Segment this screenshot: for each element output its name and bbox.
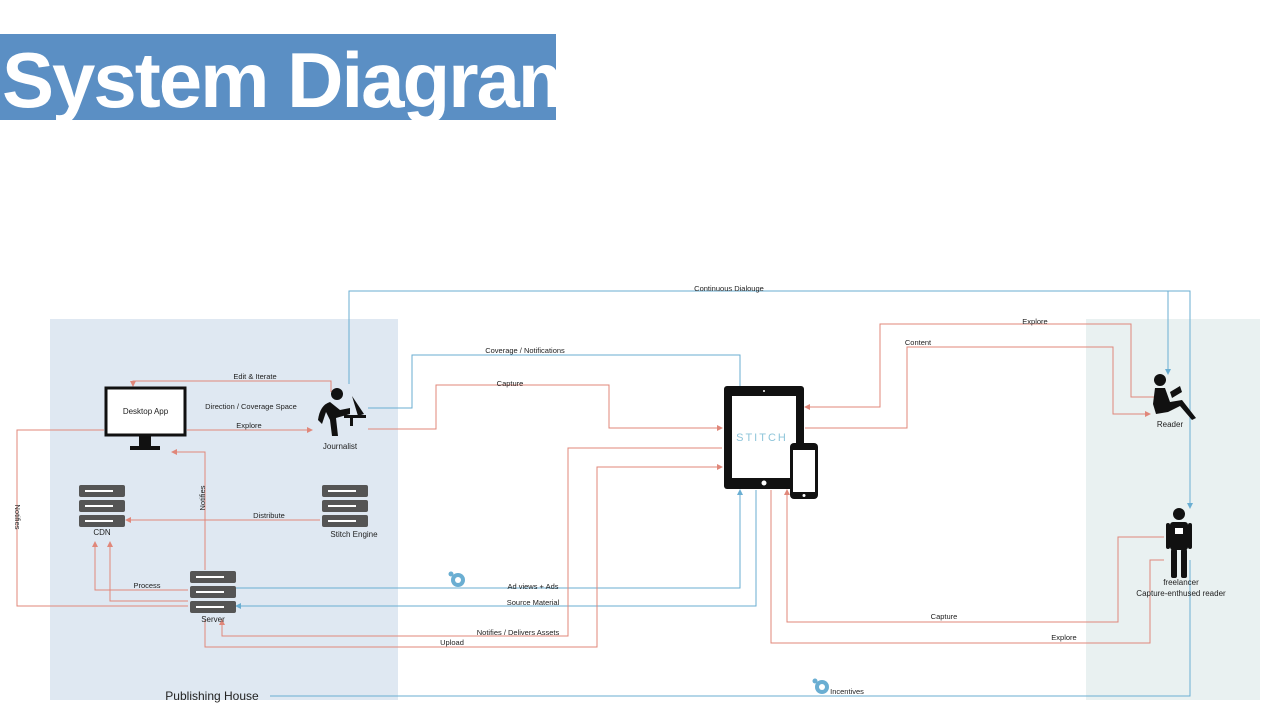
- cdn-label: CDN: [93, 528, 111, 537]
- edge-label-notifies-left: Notifies: [13, 504, 22, 529]
- edge-label-capture-top: Capture: [497, 379, 524, 388]
- freelancer-sublabel: Capture-enthused reader: [1136, 589, 1226, 598]
- content-line: [805, 346, 1151, 429]
- server-stack-icon: [79, 485, 125, 527]
- capture-journalist-line: [368, 384, 723, 431]
- freelancer-label: freelancer: [1163, 578, 1199, 587]
- desktop-app-node: Desktop App: [104, 386, 187, 450]
- edge-label-source-material: Source Material: [507, 598, 560, 607]
- explore-reader-line: [804, 323, 1156, 410]
- edge-label-distribute: Distribute: [253, 511, 285, 520]
- server-stack-icon: [322, 485, 368, 527]
- monitor-icon: [104, 386, 187, 437]
- page-title: System Diagram: [2, 36, 587, 124]
- continuous-dialogue-line: [348, 290, 1193, 509]
- server-label: Server: [201, 615, 225, 624]
- process-line-2: [107, 541, 188, 602]
- upload-line: [204, 464, 723, 648]
- freelancer-node: freelancer Capture-enthused reader: [1136, 508, 1226, 598]
- reader-icon: [1153, 374, 1196, 420]
- edge-label-incentives: Incentives: [830, 687, 864, 696]
- ad-views-line: [236, 489, 743, 589]
- edge-label-edit-iterate: Edit & Iterate: [233, 372, 276, 381]
- server-stack-icon: [190, 571, 236, 613]
- title-banner: [0, 34, 556, 120]
- desktop-app-label: Desktop App: [123, 407, 169, 416]
- stitch-device-node: STITCH: [724, 386, 818, 499]
- publishing-house-label: Publishing House: [165, 689, 259, 703]
- stitch-engine-node: Stitch Engine: [322, 485, 378, 539]
- incentives-line: [270, 560, 1191, 697]
- explore-freelancer-line: [770, 490, 1164, 644]
- server-node: Server: [190, 571, 236, 624]
- journalist-node: Journalist: [318, 388, 366, 451]
- notifies-delivers-line: [219, 447, 722, 637]
- coverage-notifications-line: [368, 354, 741, 409]
- edge-label-ad-views: Ad views + Ads: [507, 582, 558, 591]
- edge-label-notifies-vertical: Notifies: [198, 485, 207, 510]
- stitch-engine-label: Stitch Engine: [330, 530, 378, 539]
- notifies-left-line: [16, 429, 188, 607]
- edge-label-coverage-notifications: Coverage / Notifications: [485, 346, 565, 355]
- source-material-line: [235, 490, 757, 609]
- notifies-vertical-line: [171, 449, 206, 570]
- reader-node: Reader: [1153, 374, 1196, 429]
- edge-label-process: Process: [133, 581, 160, 590]
- reader-zone: [1086, 319, 1260, 700]
- edge-label-explore-reader: Explore: [1022, 317, 1047, 326]
- journalist-label: Journalist: [323, 442, 358, 451]
- edge-label-explore-desktop: Explore: [236, 421, 261, 430]
- edge-label-content: Content: [905, 338, 932, 347]
- capture-freelancer-line: [784, 489, 1164, 623]
- edge-label-explore-freelancer: Explore: [1051, 633, 1076, 642]
- reader-label: Reader: [1157, 420, 1184, 429]
- journalist-icon: [318, 388, 366, 436]
- coin-icon: [448, 571, 465, 587]
- process-line: [92, 541, 188, 591]
- edit-iterate-line: [130, 380, 332, 392]
- coin-icon: [812, 678, 829, 694]
- edge-label-upload: Upload: [440, 638, 464, 647]
- cdn-node: CDN: [79, 485, 125, 537]
- edge-label-notifies-delivers: Notifies / Delivers Assets: [477, 628, 560, 637]
- freelancer-icon: [1166, 508, 1192, 578]
- edge-label-capture-freelancer: Capture: [931, 612, 958, 621]
- stitch-brand-text: STITCH: [736, 432, 788, 444]
- edge-label-direction-coverage: Direction / Coverage Space: [205, 402, 297, 411]
- edge-label-continuous-dialogue: Continuous Dialouge: [694, 284, 764, 293]
